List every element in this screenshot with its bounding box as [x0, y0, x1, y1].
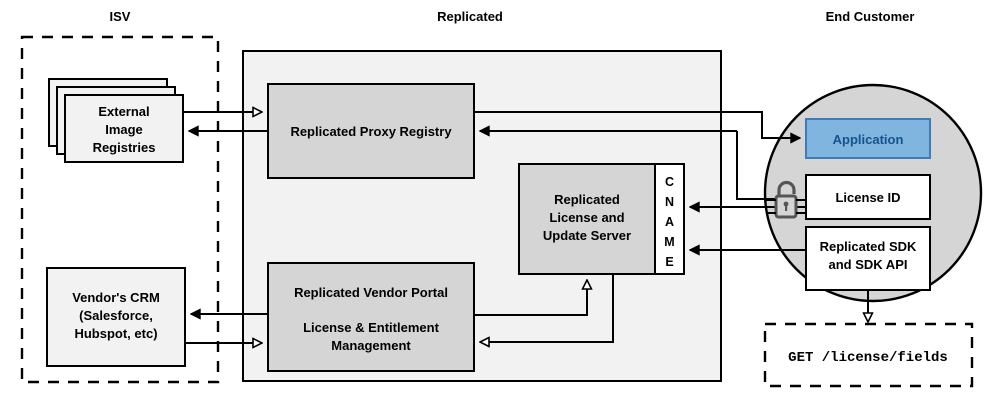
replicated-proxy-registry-box	[267, 83, 475, 179]
api-call-node[interactable]: GET /license/fields	[763, 322, 974, 388]
license-id-label: License ID	[835, 190, 900, 205]
external-image-registries-label-line3: Registries	[93, 140, 156, 155]
vendors-crm-label-line1: Vendor's CRM	[72, 290, 160, 305]
zone-title-replicated: Replicated	[437, 9, 503, 24]
vendors-crm-node[interactable]: Vendor's CRM (Salesforce, Hubspot, etc)	[46, 267, 186, 367]
cname-strip[interactable]: C N A M E	[654, 163, 685, 275]
cname-letter-a: A	[665, 215, 674, 229]
unlocked-padlock-icon	[766, 180, 806, 219]
cname-letter-n: N	[665, 195, 674, 209]
vendors-crm-label-line3: Hubspot, etc)	[74, 326, 157, 341]
replicated-sdk-box	[805, 226, 931, 291]
license-id-node[interactable]: License ID	[805, 174, 931, 220]
license-update-server-label-line1: Replicated	[554, 192, 620, 207]
replicated-proxy-registry-label: Replicated Proxy Registry	[290, 124, 452, 139]
cname-letter-c: C	[665, 175, 674, 189]
isv-zone-boundary	[20, 35, 220, 384]
replicated-vendor-portal-box	[267, 262, 475, 372]
replicated-sdk-label-line2: and SDK API	[829, 257, 908, 272]
license-id-box	[805, 174, 931, 220]
vendor-portal-label-line3: Management	[331, 338, 411, 353]
vendor-portal-label-line2: License & Entitlement	[303, 320, 439, 335]
cname-strip-box	[654, 163, 685, 275]
replicated-proxy-registry-node[interactable]: Replicated Proxy Registry	[267, 83, 475, 179]
cname-letter-e: E	[665, 255, 673, 269]
zone-title-isv: ISV	[110, 9, 131, 24]
external-image-registries-card-front	[64, 94, 184, 163]
zone-title-end-customer: End Customer	[826, 9, 915, 24]
external-image-registries-label-line1: External	[98, 104, 149, 119]
replicated-license-update-server-node[interactable]: Replicated License and Update Server	[518, 163, 656, 275]
license-update-server-label-line3: Update Server	[543, 228, 631, 243]
cname-letter-m: M	[664, 235, 674, 249]
external-image-registries-label-line2: Image	[105, 122, 143, 137]
replicated-license-update-server-box	[518, 163, 656, 275]
replicated-sdk-label-line1: Replicated SDK	[820, 239, 917, 254]
connector-vendor-portal-to-license-server	[474, 280, 587, 316]
application-node[interactable]: Application	[805, 118, 931, 159]
api-call-boundary	[763, 322, 974, 388]
vendor-portal-label-line1: Replicated Vendor Portal	[294, 285, 448, 300]
external-image-registries-node[interactable]: External Image Registries	[48, 78, 184, 163]
license-update-server-label-line2: License and	[549, 210, 624, 225]
connector-license-server-to-vendor-portal	[480, 274, 614, 342]
replicated-sdk-node[interactable]: Replicated SDK and SDK API	[805, 226, 931, 291]
api-call-label: GET /license/fields	[788, 350, 948, 366]
application-label: Application	[833, 132, 904, 147]
vendors-crm-box	[46, 267, 186, 367]
vendors-crm-label-line2: (Salesforce,	[79, 308, 153, 323]
connector-proxy-to-application	[474, 111, 800, 138]
application-box	[805, 118, 931, 159]
replicated-vendor-portal-node[interactable]: Replicated Vendor Portal License & Entit…	[267, 262, 475, 372]
